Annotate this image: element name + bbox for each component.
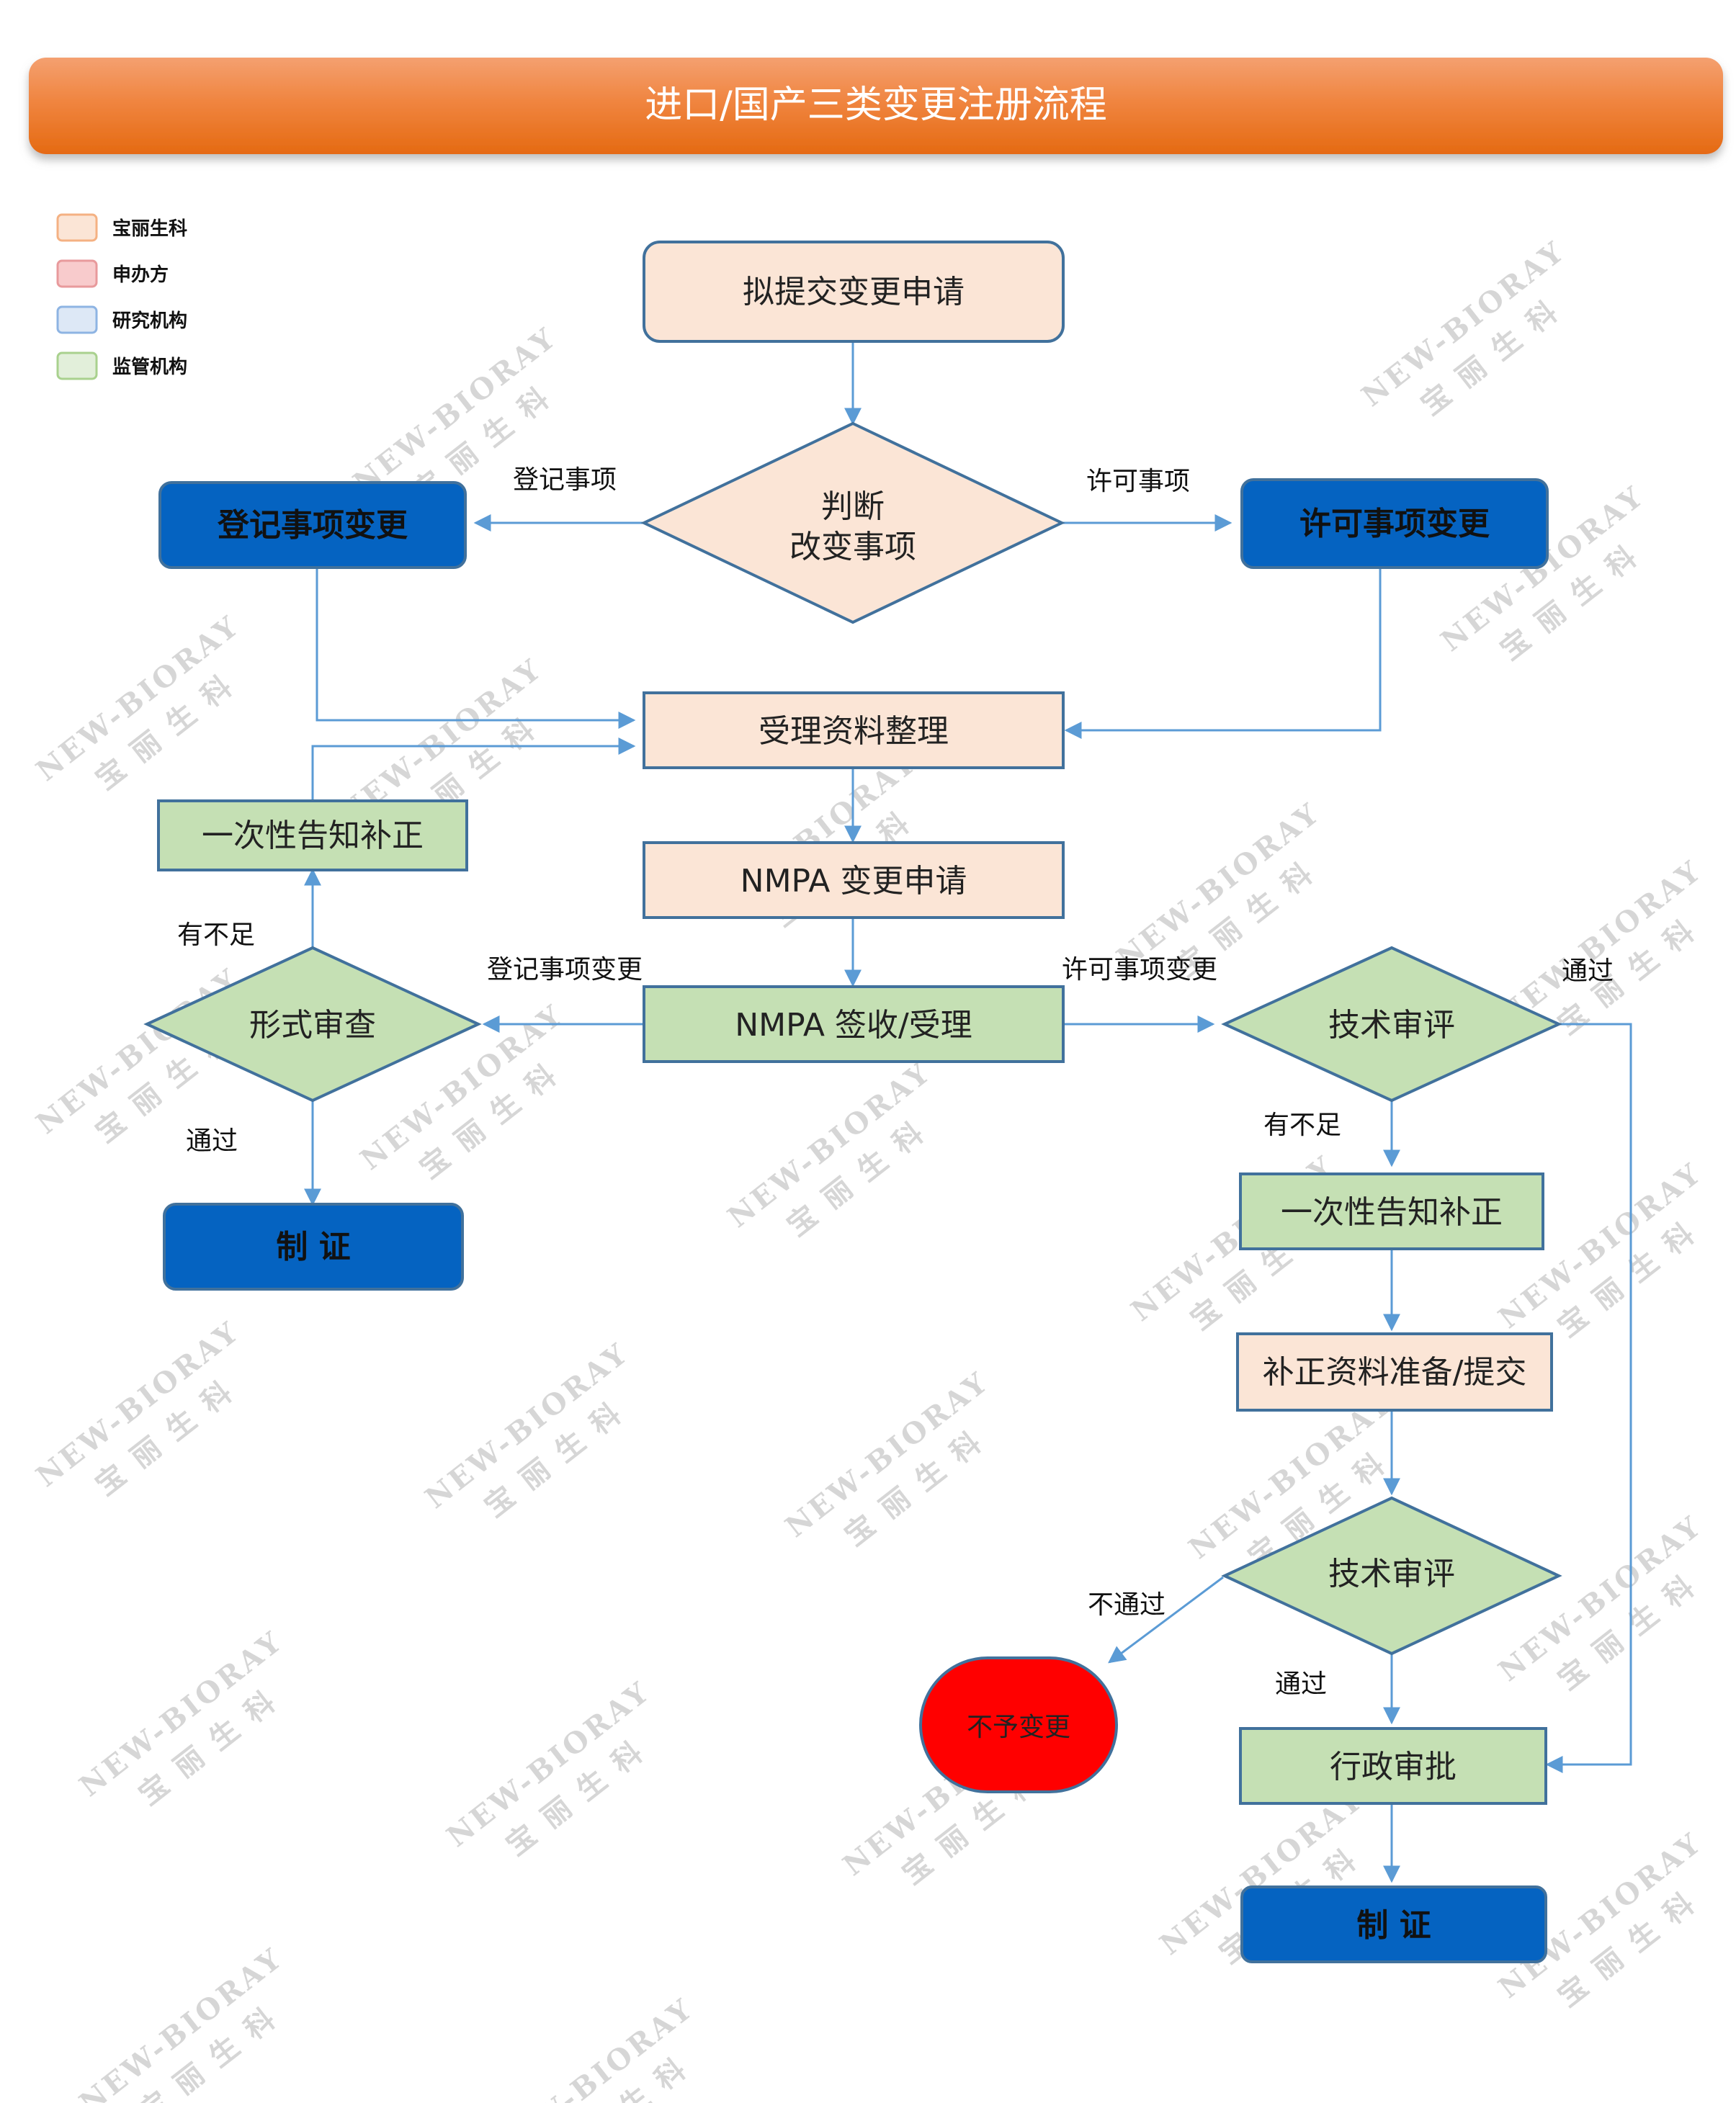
edge-reg-prepare — [316, 569, 636, 729]
edge-label-fail: 不通过 — [1088, 1590, 1165, 1620]
edge-tech2-reject — [1108, 1576, 1224, 1664]
edge-notice-prepare — [311, 737, 636, 801]
legend: 宝丽生科 申办方 研究机构 监管机构 — [56, 213, 187, 380]
node-label: 行政审批 — [1330, 1749, 1457, 1785]
node-cert-right: 制 证 — [1240, 1885, 1547, 1963]
node-cert-left: 制 证 — [163, 1203, 464, 1291]
connectors — [304, 341, 1632, 1883]
edge-label-reg-item: 登记事项 — [513, 465, 617, 495]
node-supplement: 补正资料准备/提交 — [1236, 1332, 1553, 1412]
legend-item-regulator: 监管机构 — [56, 351, 187, 380]
legend-label: 申办方 — [112, 264, 169, 286]
node-reg-change: 登记事项变更 — [158, 481, 467, 569]
node-label: 补正资料准备/提交 — [1263, 1354, 1527, 1391]
node-label: 技术审评 — [1328, 1556, 1455, 1592]
node-admin-approval: 行政审批 — [1239, 1727, 1547, 1805]
node-label: 形式审查 — [249, 1007, 376, 1044]
node-label: 一次性告知补正 — [202, 817, 424, 854]
node-label: 改变事项 — [789, 529, 916, 565]
node-reject: 不予变更 — [919, 1656, 1118, 1793]
edge-label-pass-right-bottom: 通过 — [1275, 1669, 1327, 1699]
node-submit: 拟提交变更申请 — [643, 241, 1065, 343]
edge-label-lic-item: 许可事项 — [1086, 467, 1190, 496]
edge-label-insufficient-right: 有不足 — [1263, 1111, 1341, 1140]
edge-label-insufficient-left: 有不足 — [177, 920, 255, 950]
edge-tech1-approval — [1545, 1023, 1632, 1773]
title-bar: 进口/国产三类变更注册流程 — [29, 58, 1723, 154]
node-prepare: 受理资料整理 — [643, 691, 1065, 769]
node-label: 一次性告知补正 — [1281, 1194, 1503, 1231]
edge-labels: 登记事项 许可事项 登记事项变更 许可事项变更 有不足 通过 通过 有不足 不通… — [177, 465, 1614, 1699]
node-label: 登记事项变更 — [217, 507, 408, 544]
node-label: 制 证 — [276, 1229, 350, 1265]
node-label: 技术审评 — [1328, 1007, 1455, 1044]
node-tech-review-2: 技术审评 — [1221, 1496, 1562, 1656]
node-notice-left: 一次性告知补正 — [157, 799, 468, 871]
edge-label-pass-left: 通过 — [186, 1126, 238, 1156]
nodes: 拟提交变更申请 判断 改变事项 登记事项变更 许可事项变更 受理资料整理 NMP… — [143, 241, 1562, 1963]
edge-label-lic-item-change: 许可事项变更 — [1062, 955, 1217, 985]
node-tech-review-1: 技术审评 — [1221, 946, 1562, 1103]
legend-label: 研究机构 — [112, 310, 187, 332]
node-label: NMPA 变更申请 — [741, 863, 967, 900]
legend-item-research: 研究机构 — [56, 305, 187, 334]
edge-label-reg-item-change: 登记事项变更 — [487, 955, 643, 985]
node-label: 不予变更 — [967, 1713, 1070, 1742]
edge-label-pass-right-top: 通过 — [1562, 956, 1614, 986]
legend-item-bioray: 宝丽生科 — [56, 213, 187, 242]
node-notice-right: 一次性告知补正 — [1239, 1172, 1544, 1250]
node-judge: 判断 改变事项 — [640, 421, 1065, 624]
node-label: 拟提交变更申请 — [743, 274, 965, 310]
node-label: 判断 — [821, 488, 885, 525]
node-formal-review: 形式审查 — [143, 946, 482, 1103]
legend-item-sponsor: 申办方 — [56, 259, 169, 288]
node-label: 许可事项变更 — [1299, 506, 1490, 542]
node-nmpa-apply: NMPA 变更申请 — [643, 841, 1065, 919]
node-label: 制 证 — [1356, 1907, 1431, 1944]
legend-label: 监管机构 — [112, 357, 187, 378]
legend-label: 宝丽生科 — [112, 218, 187, 240]
page-title: 进口/国产三类变更注册流程 — [645, 84, 1107, 127]
node-label: 受理资料整理 — [759, 713, 949, 750]
node-label: NMPA 签收/受理 — [735, 1007, 972, 1044]
edge-lic-prepare — [1064, 569, 1382, 739]
node-lic-change: 许可事项变更 — [1240, 478, 1549, 569]
node-nmpa-accept: NMPA 签收/受理 — [643, 985, 1065, 1063]
